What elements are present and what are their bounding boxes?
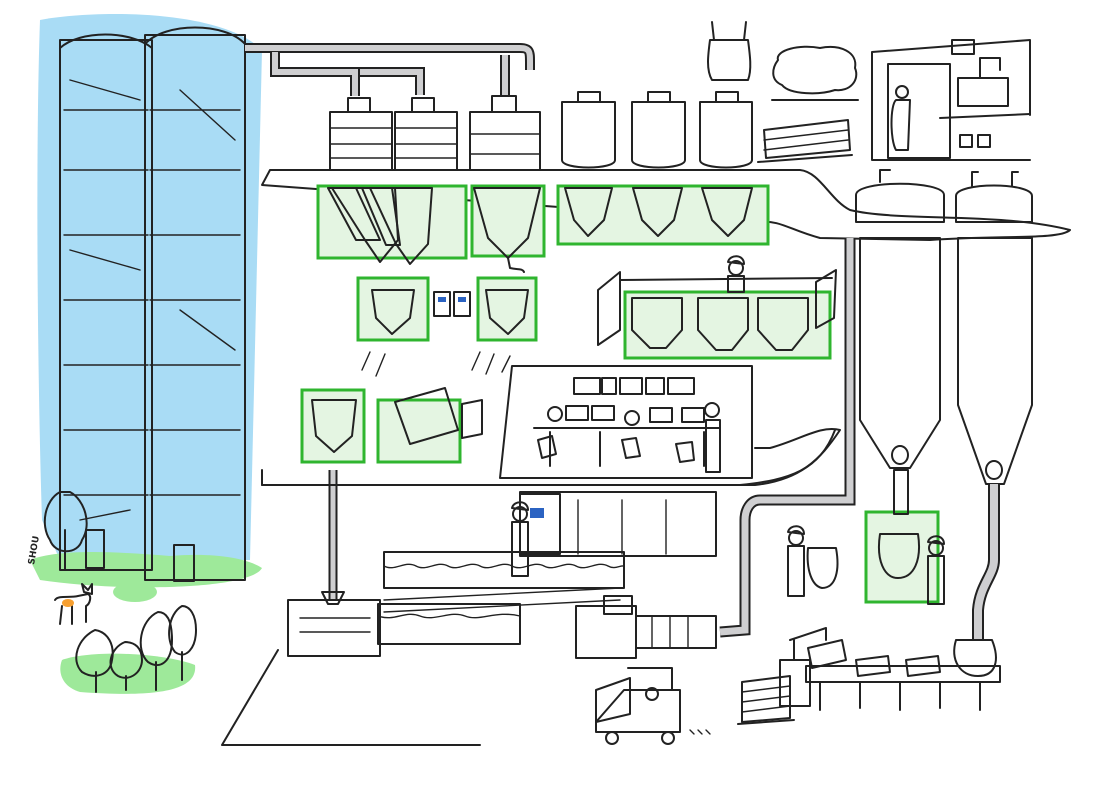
- product-silo-right: [955, 171, 1033, 485]
- hopper-frame-left: [316, 184, 468, 265]
- forklift-cart: [595, 667, 711, 745]
- flat-bag-stack-top: [757, 119, 853, 163]
- orange-bag-pile: [771, 45, 859, 101]
- product-silo-left: [855, 169, 945, 469]
- artist-signature: SHOU: [27, 535, 42, 565]
- silo-ring-lines: [63, 79, 241, 521]
- bulk-bag-hanging: [707, 21, 752, 81]
- worker-on-platform: [727, 255, 745, 293]
- bag-palletizer-robot: [779, 627, 827, 707]
- grass-patch-trees: [60, 653, 196, 694]
- extruder-machine: [287, 591, 381, 657]
- worker-at-panel: [511, 501, 529, 577]
- stacked-mixer-3: [469, 95, 541, 171]
- bag-conveyor: [805, 639, 1001, 711]
- control-room-operators: [547, 402, 721, 473]
- sky-backdrop: [37, 13, 262, 560]
- bagging-station: [864, 469, 940, 604]
- quality-lab-room: [871, 39, 1031, 161]
- transfer-pipes: [245, 43, 856, 638]
- control-panel-boxes: [433, 291, 471, 317]
- ground-floor-line: [221, 649, 481, 746]
- tumble-mixer-2: [376, 387, 483, 464]
- tank-platform: [597, 269, 837, 360]
- weighing-box-1: [356, 276, 430, 342]
- tumble-mixer-1: [300, 388, 366, 464]
- workers-bagging: [787, 525, 945, 605]
- operator-chairs: [537, 435, 695, 463]
- stacked-mixer-2: [394, 97, 458, 171]
- grass-patch-small: [113, 582, 157, 602]
- stacked-mixer-1: [329, 97, 393, 171]
- storage-tank-row: [561, 91, 753, 169]
- cooling-water-bath: [377, 551, 625, 645]
- hopper-frame-middle: [470, 184, 546, 273]
- middle-floor-edge: [261, 428, 841, 486]
- storage-silo-right: [144, 26, 246, 582]
- tree-cluster: [75, 605, 197, 693]
- falling-motion-lines: [361, 351, 511, 377]
- pelletizer-machine: [575, 595, 717, 659]
- weighing-box-2: [476, 276, 538, 342]
- hopper-frame-right: [556, 184, 770, 246]
- palletized-bag-stack: [737, 675, 795, 725]
- production-line-housing: [519, 491, 717, 557]
- calico-cat: [54, 583, 93, 625]
- tree-near-silo: [43, 491, 88, 571]
- upper-floor-line: [261, 169, 1071, 241]
- control-room: [499, 365, 753, 479]
